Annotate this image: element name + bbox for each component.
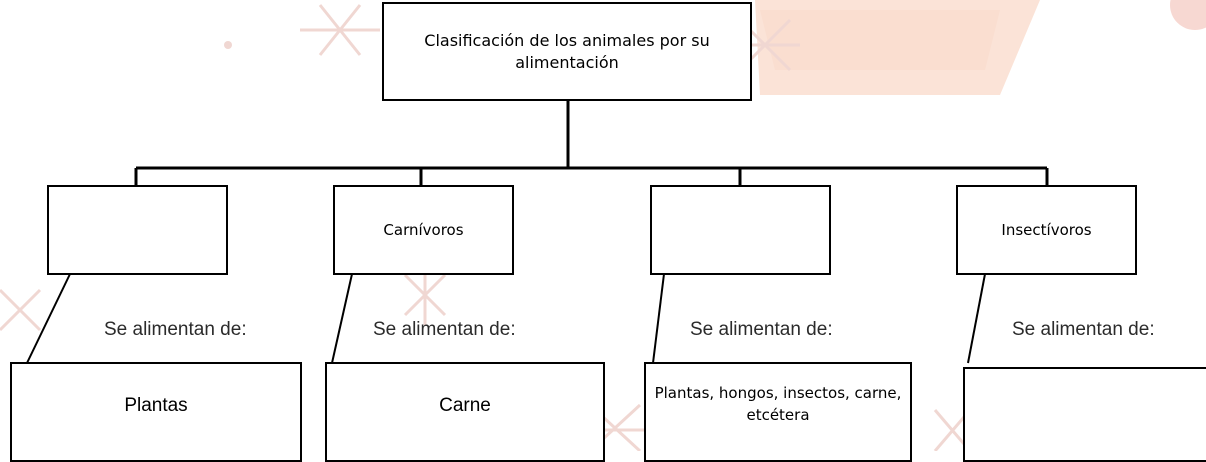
feeding-label-4: Se alimentan de: (1012, 319, 1155, 340)
feeding-label-3: Se alimentan de: (690, 319, 833, 340)
food-box-1[interactable]: Plantas (10, 362, 302, 462)
food-box-2[interactable]: Carne (325, 362, 605, 462)
background-decoration (0, 0, 1206, 451)
slant-line-1 (26, 273, 71, 364)
category-box-1[interactable] (47, 185, 228, 275)
christmas-tree-icon (755, 0, 1206, 95)
food-text: Plantas (124, 395, 188, 416)
food-text: Plantas, hongos, insectos, carne, etcéte… (654, 384, 902, 424)
slant-line-3 (652, 273, 665, 364)
food-text: Carne (439, 395, 491, 416)
category-label: Insectívoros (1001, 221, 1092, 239)
snowflake-icon (403, 265, 447, 325)
snowflake-icon (300, 4, 380, 56)
category-box-3[interactable] (650, 185, 831, 275)
slant-line-4 (967, 273, 986, 364)
connector-lines (26, 100, 1049, 364)
slant-line-2 (331, 273, 353, 364)
feeding-label-1: Se alimentan de: (104, 319, 247, 340)
category-label: Carnívoros (383, 221, 464, 239)
food-box-4[interactable] (963, 367, 1206, 462)
snowflake-icon (0, 288, 42, 332)
category-box-2[interactable]: Carnívoros (333, 185, 514, 275)
feeding-label-2: Se alimentan de: (373, 319, 516, 340)
food-box-3[interactable]: Plantas, hongos, insectos, carne, etcéte… (644, 362, 912, 462)
category-box-4[interactable]: Insectívoros (956, 185, 1137, 275)
diagram-title: Clasificación de los animales por su ali… (424, 30, 710, 72)
decor-dot (224, 41, 232, 49)
title-box: Clasificación de los animales por su ali… (382, 2, 752, 101)
